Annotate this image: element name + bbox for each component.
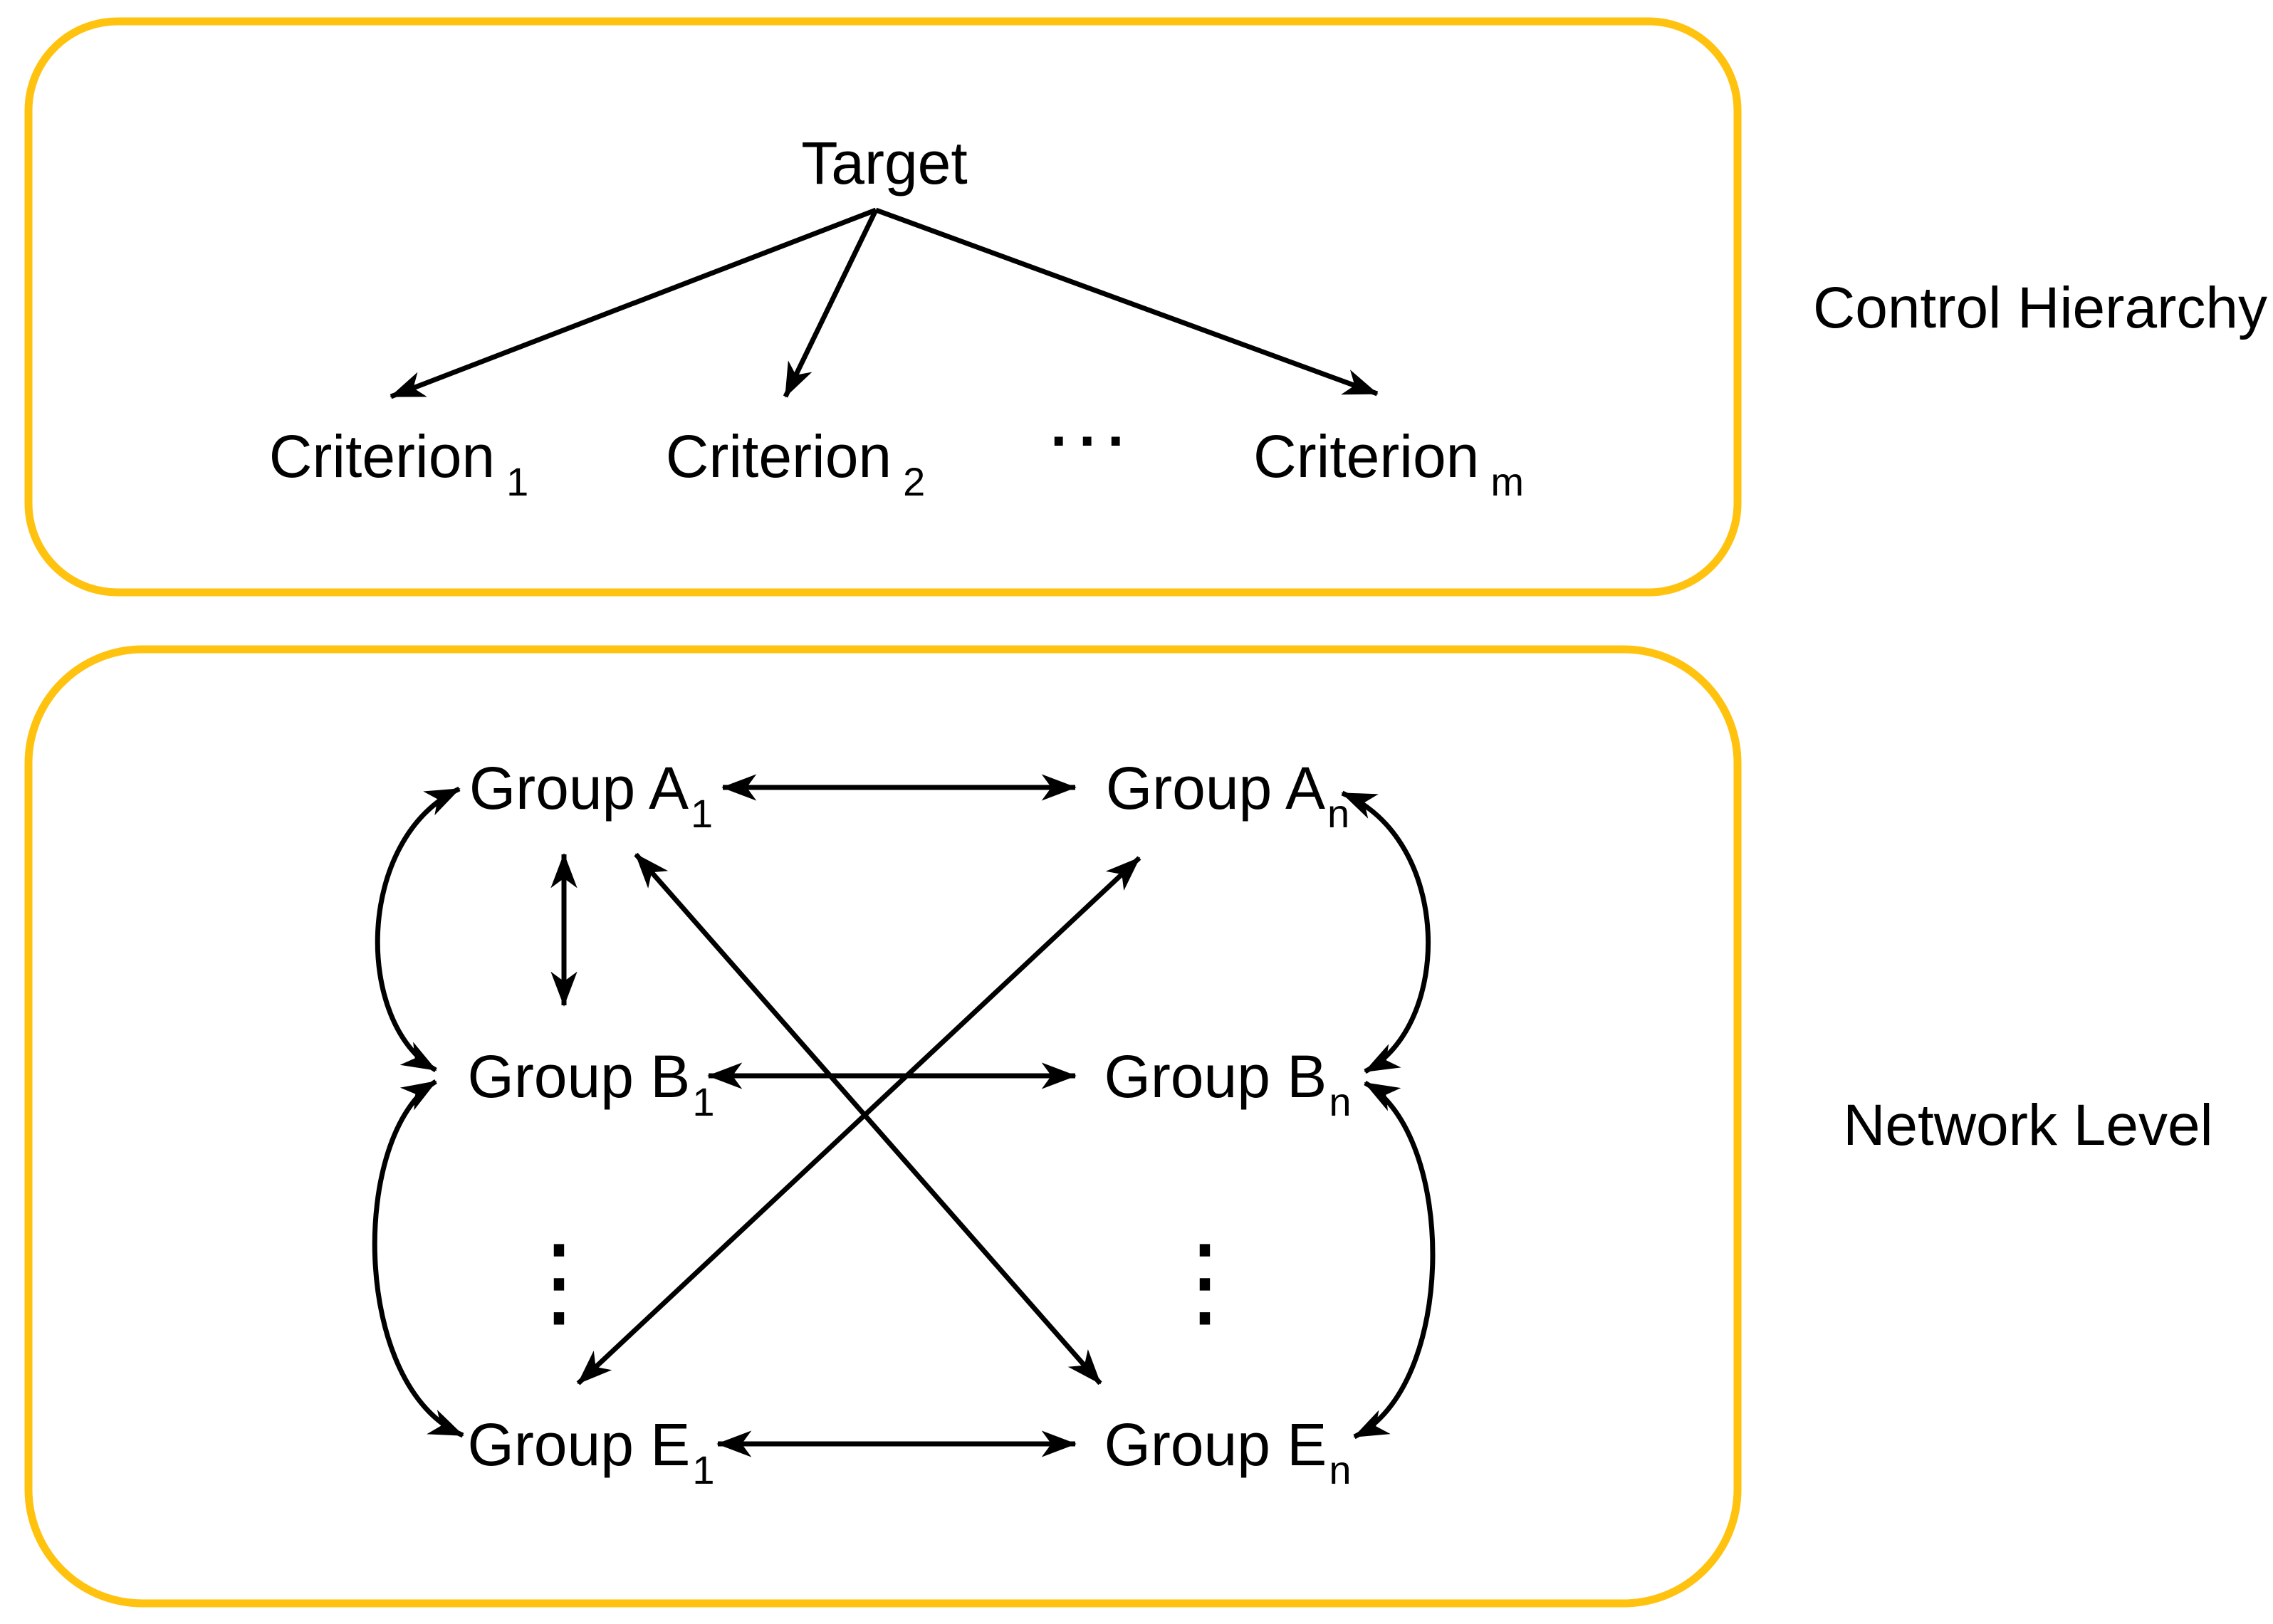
- criterion-m-subscript: m: [1490, 459, 1524, 504]
- group-b1-subscript: 1: [692, 1079, 714, 1124]
- arc-group-bn-en-right: [1353, 1080, 1436, 1440]
- vertical-ellipsis-right: ⋮: [1155, 1224, 1255, 1340]
- group-a1-label: Group A1: [469, 755, 713, 836]
- arrow-target-to-criterion-2: [783, 209, 879, 398]
- group-a1-base: Group A: [469, 755, 689, 822]
- arrow-target-to-criterion-1: [390, 207, 877, 399]
- group-b1-label: Group B1: [468, 1043, 715, 1124]
- group-a1-subscript: 1: [691, 791, 713, 836]
- target-label: Target: [801, 130, 967, 197]
- criterion-m-base: Criterion: [1253, 423, 1479, 490]
- group-bn-label: Group Bn: [1104, 1043, 1352, 1124]
- group-en-label: Group En: [1104, 1411, 1352, 1492]
- group-e1-subscript: 1: [692, 1447, 714, 1492]
- network-level-box: [24, 645, 1742, 1608]
- control-hierarchy-side-label: Control Hierarchy: [1813, 276, 2267, 340]
- criterion-2-subscript: 2: [903, 459, 925, 504]
- vertical-ellipsis-left: ⋮: [509, 1224, 609, 1340]
- group-an-base: Group A: [1106, 755, 1325, 822]
- group-b1-base: Group B: [468, 1043, 691, 1110]
- group-e1-base: Group E: [468, 1411, 691, 1478]
- group-an-label: Group An: [1106, 755, 1349, 836]
- arc-group-a1-b1-left: [375, 786, 461, 1073]
- network-level-side-label: Network Level: [1843, 1093, 2213, 1158]
- arrow-target-to-criterion-m: [874, 207, 1379, 397]
- group-an-subscript: n: [1327, 791, 1349, 836]
- control-hierarchy-box: [24, 17, 1742, 597]
- criterion-1-subscript: 1: [506, 459, 528, 504]
- group-bn-subscript: n: [1329, 1079, 1351, 1124]
- group-en-subscript: n: [1329, 1447, 1351, 1492]
- criteria-ellipsis: ···: [1050, 407, 1136, 474]
- arrow-group-an-e1-diagonal: [576, 856, 1141, 1385]
- group-en-base: Group E: [1104, 1411, 1327, 1478]
- group-e1-label: Group E1: [468, 1411, 715, 1492]
- criterion-2-base: Criterion: [666, 423, 892, 490]
- arc-group-b1-e1-left: [372, 1079, 464, 1438]
- arc-group-an-bn-right: [1341, 790, 1431, 1074]
- group-bn-base: Group B: [1104, 1043, 1327, 1110]
- criterion-1-base: Criterion: [269, 423, 495, 490]
